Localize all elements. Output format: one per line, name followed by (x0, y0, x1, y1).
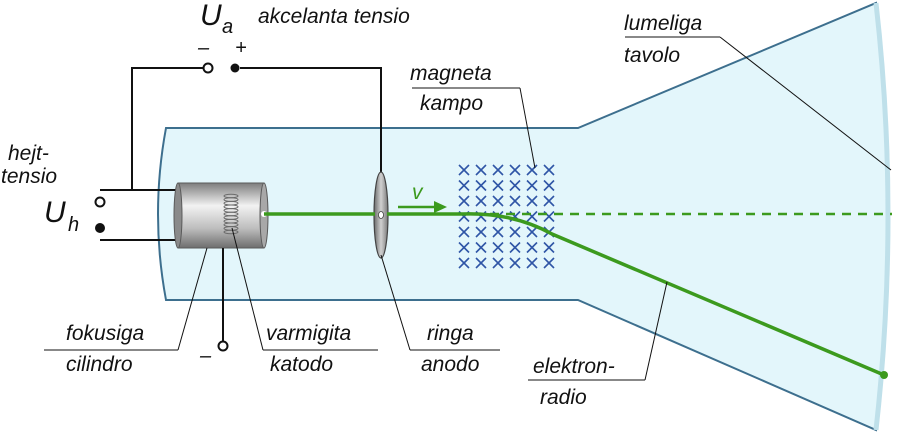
cathode-terminal (217, 340, 229, 352)
field-cross-stroke (526, 179, 538, 192)
field-cross-stroke (458, 241, 470, 254)
heating-terminal-open (94, 196, 106, 208)
field-cross-stroke (509, 195, 521, 207)
field-cross-stroke (543, 195, 555, 207)
accel-plus-sign: + (235, 37, 247, 59)
accel-terminal-minus (202, 62, 214, 74)
field-cross-stroke (492, 195, 504, 207)
focusing-cylinder (173, 182, 269, 249)
field-cross-stroke (543, 257, 555, 269)
field-cross-stroke (475, 195, 487, 207)
accel-wire-left (131, 67, 203, 190)
cathode-label-1: varmigita (266, 322, 351, 345)
screen-label-2: tavolo (624, 44, 680, 67)
coil-turn (223, 229, 239, 235)
leader-lines (44, 36, 892, 381)
accel-wire-right (240, 67, 382, 178)
field-cross-stroke (526, 257, 538, 269)
field-cross-stroke (458, 179, 470, 192)
field-cross-stroke (492, 241, 504, 254)
uh-symbol: U (44, 196, 66, 229)
field-cross-stroke (458, 195, 470, 207)
focusing-label-1: fokusiga (66, 322, 144, 345)
field-cross-stroke (509, 226, 521, 238)
field-cross-stroke (526, 226, 538, 238)
ua-label: akcelanta tensio (258, 5, 410, 28)
field-cross-stroke (509, 179, 521, 192)
cathode-minus-sign: – (199, 345, 212, 367)
cathode-coil (223, 193, 239, 235)
beam-label-1: elektron- (533, 355, 615, 378)
velocity-label: v (412, 181, 424, 204)
field-cross-stroke (543, 179, 555, 192)
anode-label-2: anodo (421, 353, 480, 376)
focusing-label-2: cilindro (66, 353, 133, 376)
field-cross-stroke (492, 226, 504, 238)
field-cross-stroke (475, 257, 487, 269)
field-cross-stroke (492, 164, 504, 176)
accel-minus-sign: – (197, 37, 210, 59)
field-cross-stroke (526, 210, 538, 223)
field-cross-stroke (492, 179, 504, 192)
accel-terminal-plus (230, 63, 240, 73)
field-cross-stroke (458, 164, 470, 176)
field-cross-stroke (526, 241, 538, 254)
magnetic-label-1: magneta (410, 62, 492, 85)
velocity-arrowhead (434, 201, 447, 213)
heating-label-1: hejt- (8, 142, 49, 165)
beam-label-2: radio (540, 386, 587, 409)
heating-terminal-filled (95, 223, 105, 233)
ua-symbol: U (200, 0, 222, 32)
heating-label-2: tensio (1, 165, 57, 188)
field-cross-stroke (458, 257, 470, 269)
field-cross-stroke (475, 226, 487, 238)
cathode-label-2: katodo (270, 353, 333, 376)
anode-label-1: ringa (427, 322, 474, 345)
field-cross-stroke (509, 164, 521, 176)
field-cross-stroke (543, 210, 555, 223)
field-cross-stroke (543, 164, 555, 176)
magnetic-field-marks (458, 164, 555, 269)
field-cross-stroke (475, 241, 487, 254)
field-cross-stroke (509, 241, 521, 254)
beam-impact-spot (880, 371, 888, 379)
field-cross-stroke (543, 241, 555, 254)
magnetic-label-2: kampo (420, 92, 483, 115)
screen-label-1: lumeliga (624, 12, 702, 35)
field-cross-stroke (509, 257, 521, 269)
field-cross-stroke (475, 164, 487, 176)
uh-subscript: h (68, 214, 79, 236)
field-cross-stroke (458, 226, 470, 238)
beam-deflected (461, 212, 885, 377)
field-cross-stroke (526, 164, 538, 176)
field-cross-stroke (526, 195, 538, 207)
field-cross-stroke (492, 257, 504, 269)
ua-subscript: a (222, 16, 233, 38)
ring-anode (373, 171, 389, 259)
field-cross-stroke (475, 179, 487, 192)
